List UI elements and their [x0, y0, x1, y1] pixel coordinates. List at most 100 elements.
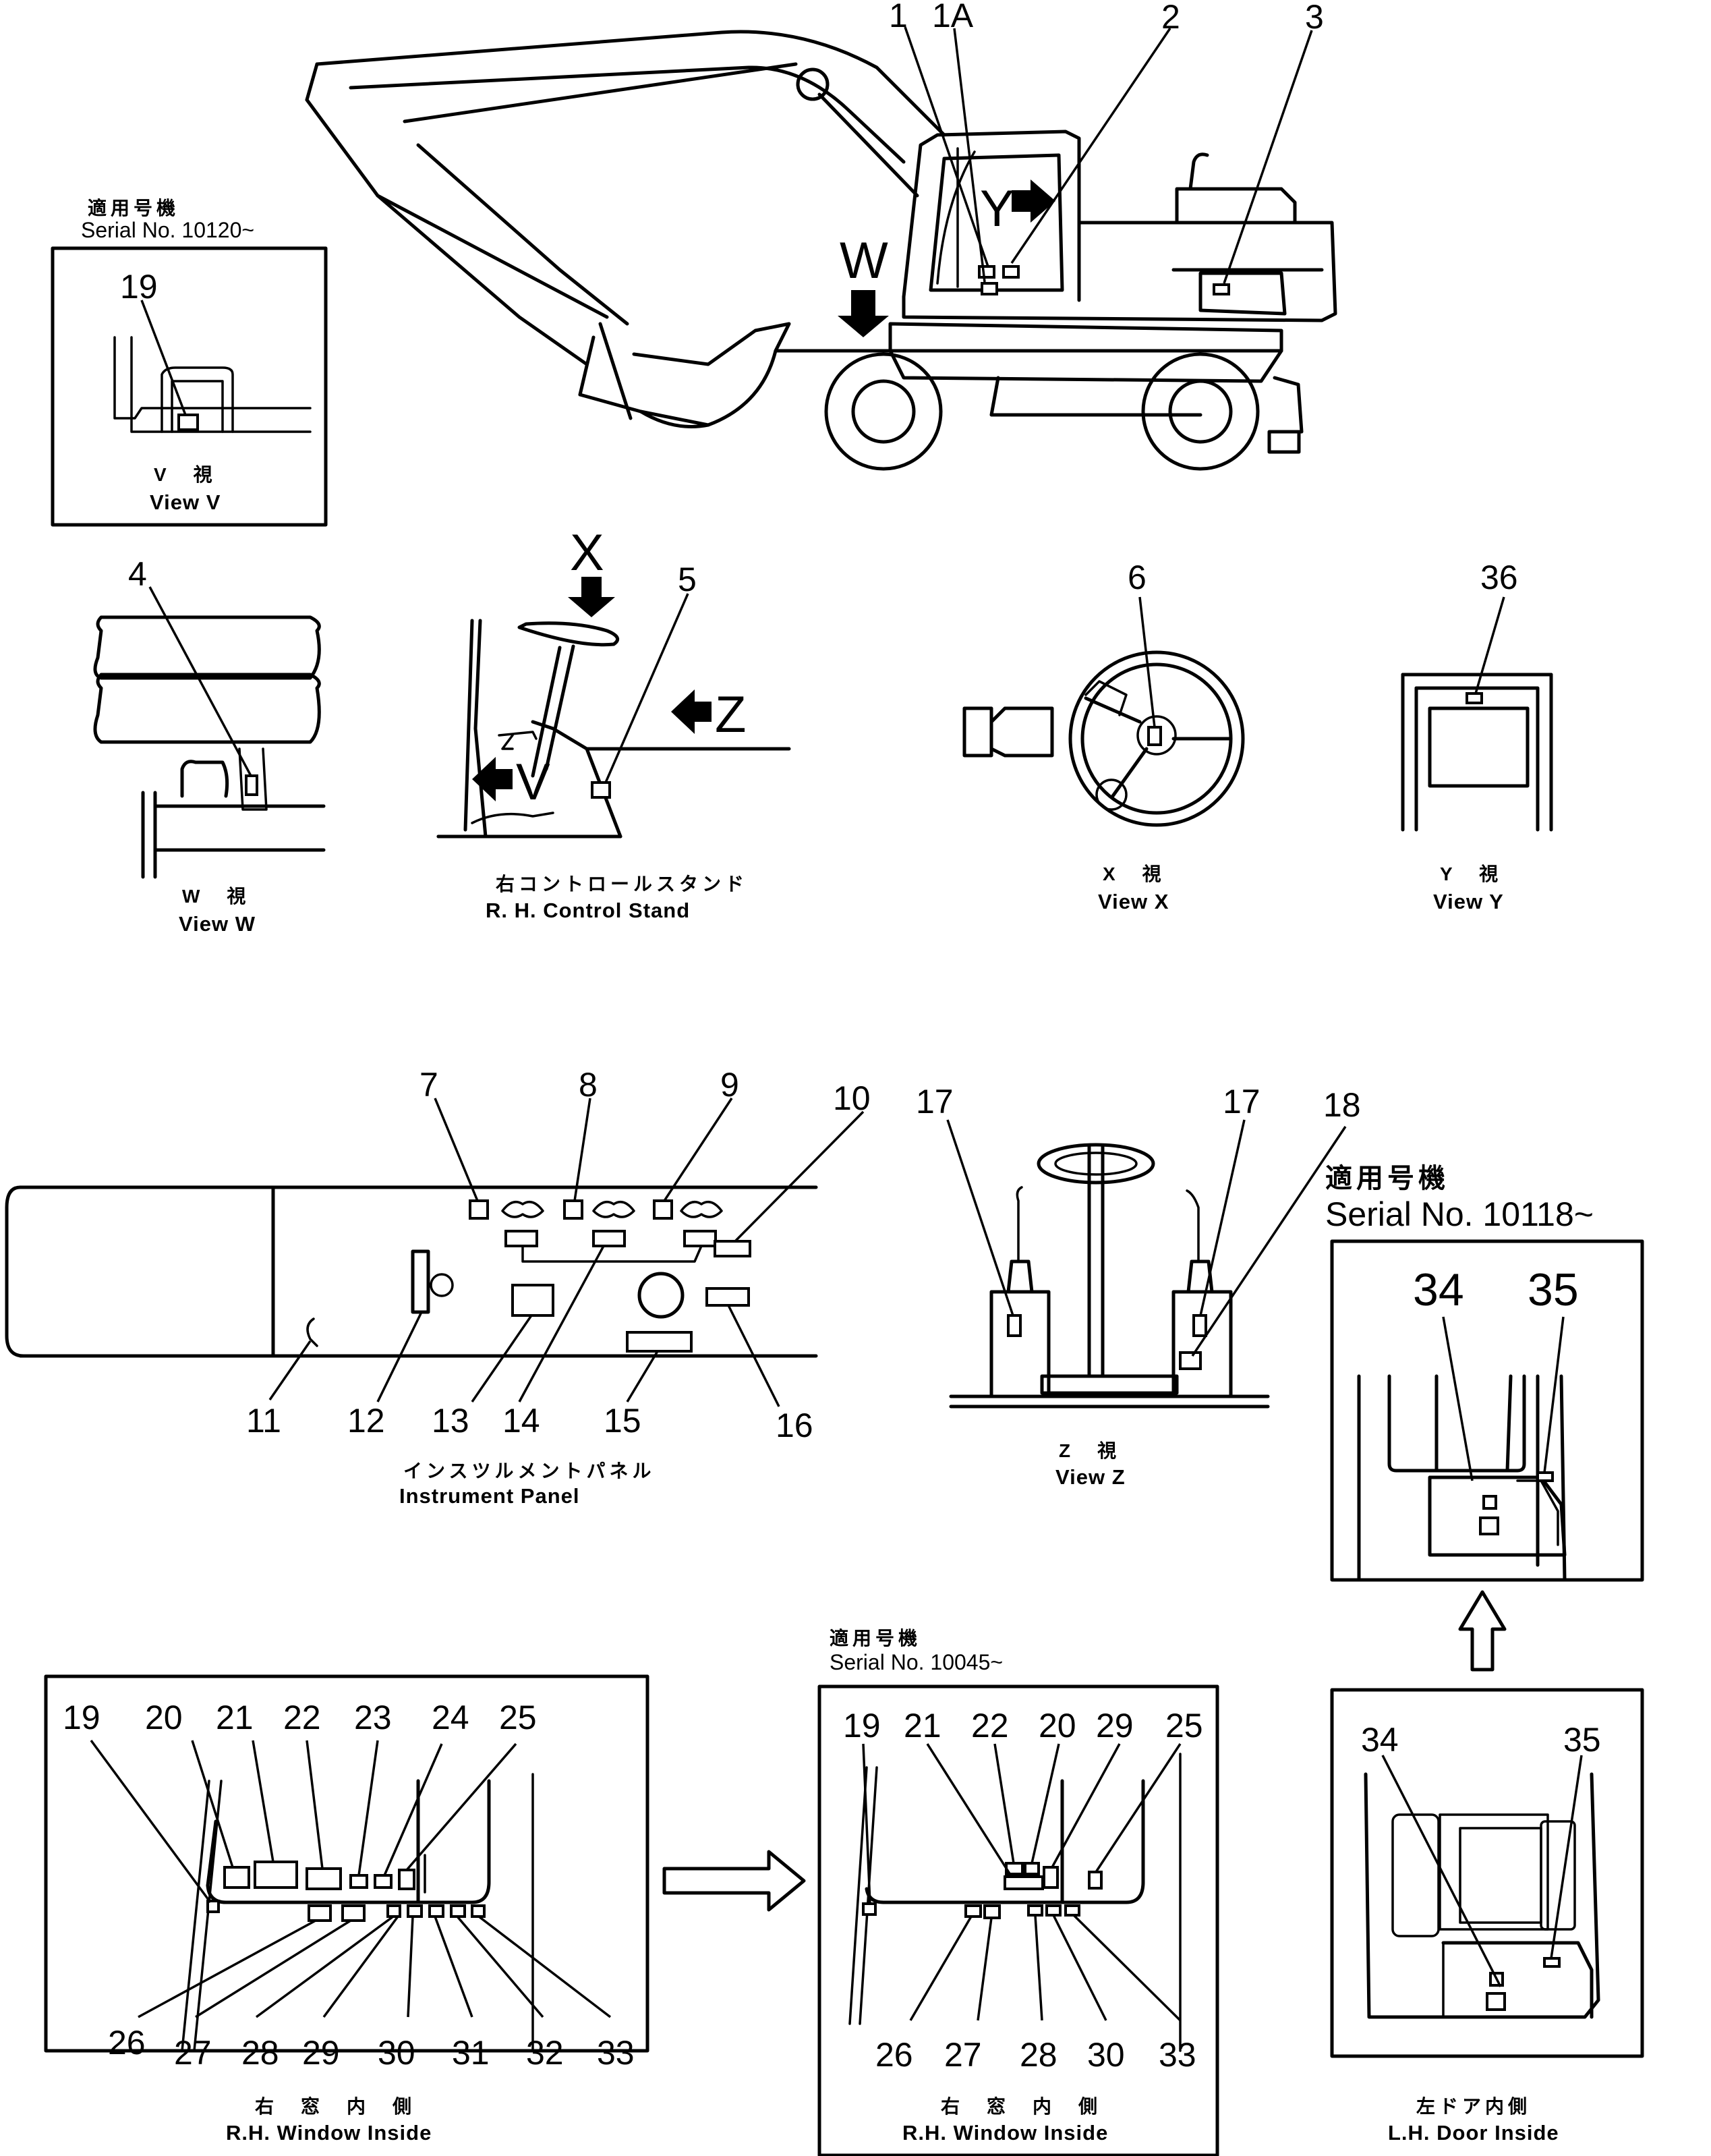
- callout-29-rhw-right: 29: [1096, 1707, 1134, 1744]
- lh-door-caption-jp: 左ドア内側: [1416, 2096, 1531, 2117]
- callout-26-rhw-right: 26: [875, 2036, 913, 2074]
- view-z-caption-jp: Z 視: [1059, 1440, 1120, 1461]
- right-arrow-icon: [662, 1850, 806, 1912]
- callout-28-rhw-right: 28: [1020, 2036, 1057, 2074]
- callout-34-lower: 34: [1361, 1721, 1399, 1759]
- callout-3: 3: [1305, 0, 1324, 36]
- callout-33-rhw-right: 33: [1159, 2036, 1196, 2074]
- rh-window-panel-right: 適用号機 Serial No. 10045~ 19 21 22: [817, 1627, 1219, 2156]
- callout-23-rhw-left: 23: [354, 1699, 392, 1736]
- callout-27-rhw-right: 27: [944, 2036, 982, 2074]
- rh-control-stand-caption-en: R. H. Control Stand: [486, 899, 690, 922]
- view-v-caption-en: View V: [150, 490, 221, 514]
- callout-10: 10: [833, 1079, 871, 1117]
- lh-door-caption-en: L.H. Door Inside: [1388, 2121, 1559, 2145]
- view-y-letter: Y: [980, 180, 1014, 237]
- view-z-arrow-icon: [671, 689, 712, 734]
- view-w-arrow-icon: [838, 290, 889, 337]
- rh-window-left-caption-en: R.H. Window Inside: [226, 2121, 432, 2145]
- callout-21-rhw-left: 21: [216, 1699, 254, 1736]
- view-z-caption-en: View Z: [1055, 1465, 1126, 1489]
- view-z-panel: 17 17 18 Z 視 View Z: [916, 1083, 1361, 1489]
- view-y-arrow-icon: [1012, 179, 1055, 223]
- callout-24-rhw-left: 24: [432, 1699, 469, 1736]
- callout-9: 9: [720, 1066, 739, 1104]
- serial-label-jp: 適用号機: [88, 197, 179, 219]
- callout-25-rhw-right: 25: [1165, 1707, 1203, 1744]
- callout-12: 12: [347, 1402, 385, 1440]
- callout-29-rhw-left: 29: [302, 2034, 340, 2072]
- view-w-letter: W: [840, 232, 888, 289]
- callout-2: 2: [1161, 0, 1180, 36]
- callout-22-rhw-left: 22: [283, 1699, 321, 1736]
- callout-30-rhw-left: 30: [378, 2034, 415, 2072]
- view-v-arrow-icon: [472, 757, 513, 801]
- view-x-letter: X: [570, 524, 604, 581]
- serial-10118: Serial No. 10118~: [1325, 1195, 1594, 1233]
- callout-15: 15: [604, 1402, 641, 1440]
- view-z-letter: Z: [715, 686, 746, 743]
- callout-26-rhw-left: 26: [108, 2024, 146, 2062]
- callout-1: 1: [889, 0, 908, 34]
- rh-control-stand-caption-jp: 右コントロールスタンド: [496, 874, 748, 895]
- callout-20-rhw-left: 20: [145, 1699, 183, 1736]
- callout-36: 36: [1480, 559, 1518, 596]
- callout-6: 6: [1128, 559, 1147, 596]
- callout-34-upper: 34: [1413, 1264, 1464, 1315]
- up-arrow-icon: [1458, 1590, 1507, 1672]
- callout-5: 5: [678, 561, 697, 598]
- callout-31-rhw-left: 31: [452, 2034, 490, 2072]
- callout-14: 14: [502, 1402, 540, 1440]
- rh-window-right-caption-jp: 右 窓 内 側: [941, 2095, 1101, 2117]
- callout-22-rhw-right: 22: [971, 1707, 1009, 1744]
- view-y-caption-jp: Y 視: [1440, 863, 1502, 884]
- callout-33-rhw-left: 33: [597, 2034, 635, 2072]
- instrument-panel-caption-en: Instrument Panel: [399, 1484, 580, 1508]
- callout-28-rhw-left: 28: [241, 2034, 279, 2072]
- callout-17-left: 17: [916, 1083, 954, 1120]
- lh-door-lower-panel: 34 35 左ドア内側 L.H. Door Inside: [1330, 1688, 1644, 2145]
- callout-4: 4: [128, 555, 147, 593]
- view-v-caption-jp: V 視: [154, 464, 216, 485]
- callout-17-right: 17: [1223, 1083, 1260, 1120]
- callout-19-view-v: 19: [120, 268, 158, 306]
- callout-1a: 1A: [932, 0, 974, 34]
- callout-32-rhw-left: 32: [526, 2034, 564, 2072]
- callout-25-rhw-left: 25: [499, 1699, 537, 1736]
- rh-window-panel-left: 19 20 21 22 23 24 25 26 27 28 29 30 31 3…: [44, 1674, 649, 2145]
- callout-19-rhw-right: 19: [843, 1707, 881, 1744]
- serial-label-jp-10118: 適用号機: [1325, 1164, 1449, 1193]
- view-v-panel: 適用号機 Serial No. 10120~ 19 V 視 View V: [51, 197, 328, 527]
- callout-21-rhw-right: 21: [904, 1707, 941, 1744]
- excavator-overview: W Y 1 1A 2 3: [305, 0, 1337, 471]
- callout-35-lower: 35: [1563, 1721, 1601, 1759]
- callout-13: 13: [432, 1402, 469, 1440]
- serial-10045: Serial No. 10045~: [830, 1650, 1003, 1674]
- view-x-panel: 6 X 視 View X: [962, 559, 1245, 913]
- serial-label-jp-10045: 適用号機: [830, 1627, 921, 1649]
- view-x-caption-jp: X 視: [1103, 863, 1165, 884]
- callout-30-rhw-right: 30: [1087, 2036, 1125, 2074]
- view-x-arrow-icon: [568, 577, 615, 617]
- callout-8: 8: [579, 1066, 598, 1104]
- view-w-caption-jp: W 視: [182, 886, 250, 907]
- view-v-letter: V: [516, 754, 550, 811]
- callout-16: 16: [776, 1407, 813, 1444]
- callout-11: 11: [246, 1402, 281, 1440]
- rh-control-stand-panel: X Z V 5 右コントロールスタンド R. H. Control Stand: [436, 524, 791, 922]
- view-w-panel: 4 W 視 View W: [93, 555, 326, 936]
- view-y-panel: 36 Y 視 View Y: [1401, 559, 1553, 913]
- callout-18: 18: [1323, 1086, 1361, 1124]
- instrument-panel-caption-jp: インスツルメントパネル: [403, 1460, 655, 1481]
- callout-19-rhw-left: 19: [63, 1699, 100, 1736]
- rh-window-left-caption-jp: 右 窓 内 側: [255, 2095, 415, 2117]
- callout-20-rhw-right: 20: [1039, 1707, 1076, 1744]
- instrument-panel: 7 8 9 10 11 12 13 14 15 16 インスツルメントパネル I…: [5, 1066, 871, 1508]
- callout-27-rhw-left: 27: [174, 2034, 212, 2072]
- serial-10120: Serial No. 10120~: [81, 218, 254, 242]
- rh-window-right-caption-en: R.H. Window Inside: [902, 2121, 1108, 2145]
- view-w-caption-en: View W: [179, 912, 256, 936]
- view-y-caption-en: View Y: [1433, 890, 1504, 913]
- callout-35-upper: 35: [1528, 1264, 1579, 1315]
